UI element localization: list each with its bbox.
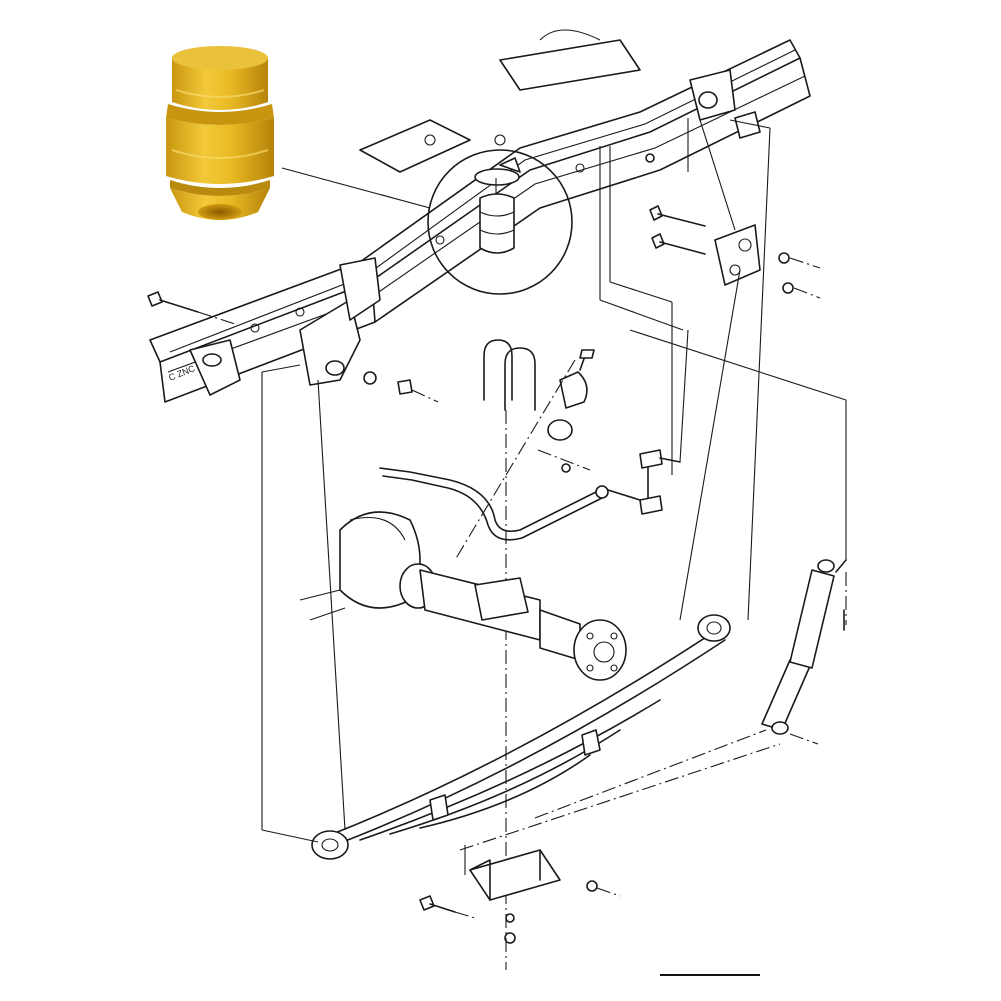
fasteners [147, 153, 821, 944]
alignment-lines [261, 118, 847, 851]
stabilizer-bar [379, 449, 609, 541]
frame-rail [149, 29, 811, 403]
leaf-spring [311, 614, 731, 860]
shock-absorber [761, 559, 847, 745]
stabilizer-link [607, 329, 689, 515]
photo-leader-line [281, 167, 431, 209]
rear-axle [299, 511, 627, 681]
hanger-bolt-head [147, 291, 163, 307]
jounce-bumper-callout [427, 149, 573, 295]
front-spring-hanger [189, 257, 381, 396]
spring-plate [464, 845, 561, 901]
rear-shackle-bracket [689, 69, 761, 286]
stabilizer-bushing-clamp [454, 349, 595, 561]
